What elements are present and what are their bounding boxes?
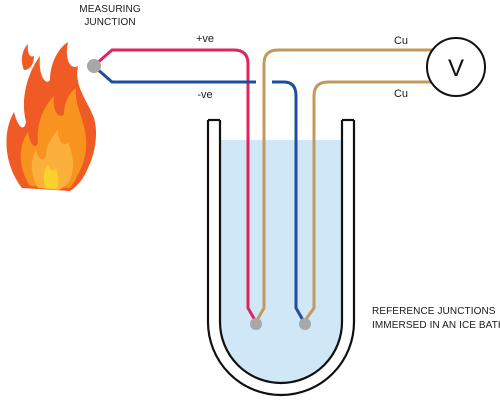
copper-label-top: Cu (394, 35, 408, 47)
voltmeter-icon: V (426, 37, 486, 97)
measuring-junction-label-line1: MEASURING (79, 4, 141, 15)
ice-water (220, 140, 342, 383)
reference-junctions-label-line1: REFERENCE JUNCTIONS (372, 306, 496, 317)
copper-wire-bottom (302, 80, 432, 323)
flame-icon (6, 42, 96, 191)
copper-wire-top (254, 48, 432, 323)
reference-junctions-label-line2: IMMERSED IN AN ICE BATH (372, 320, 500, 331)
beaker (206, 118, 356, 397)
voltmeter-label: V (448, 55, 464, 82)
copper-label-bottom: Cu (394, 88, 408, 100)
negative-wire (95, 66, 306, 323)
negative-label: -ve (197, 89, 212, 101)
measuring-junction (87, 59, 101, 73)
reference-junction-1 (250, 318, 262, 330)
positive-wire (95, 48, 258, 323)
measuring-junction-label-line2: JUNCTION (84, 17, 135, 28)
reference-junction-2 (299, 318, 311, 330)
positive-label: +ve (196, 33, 214, 45)
